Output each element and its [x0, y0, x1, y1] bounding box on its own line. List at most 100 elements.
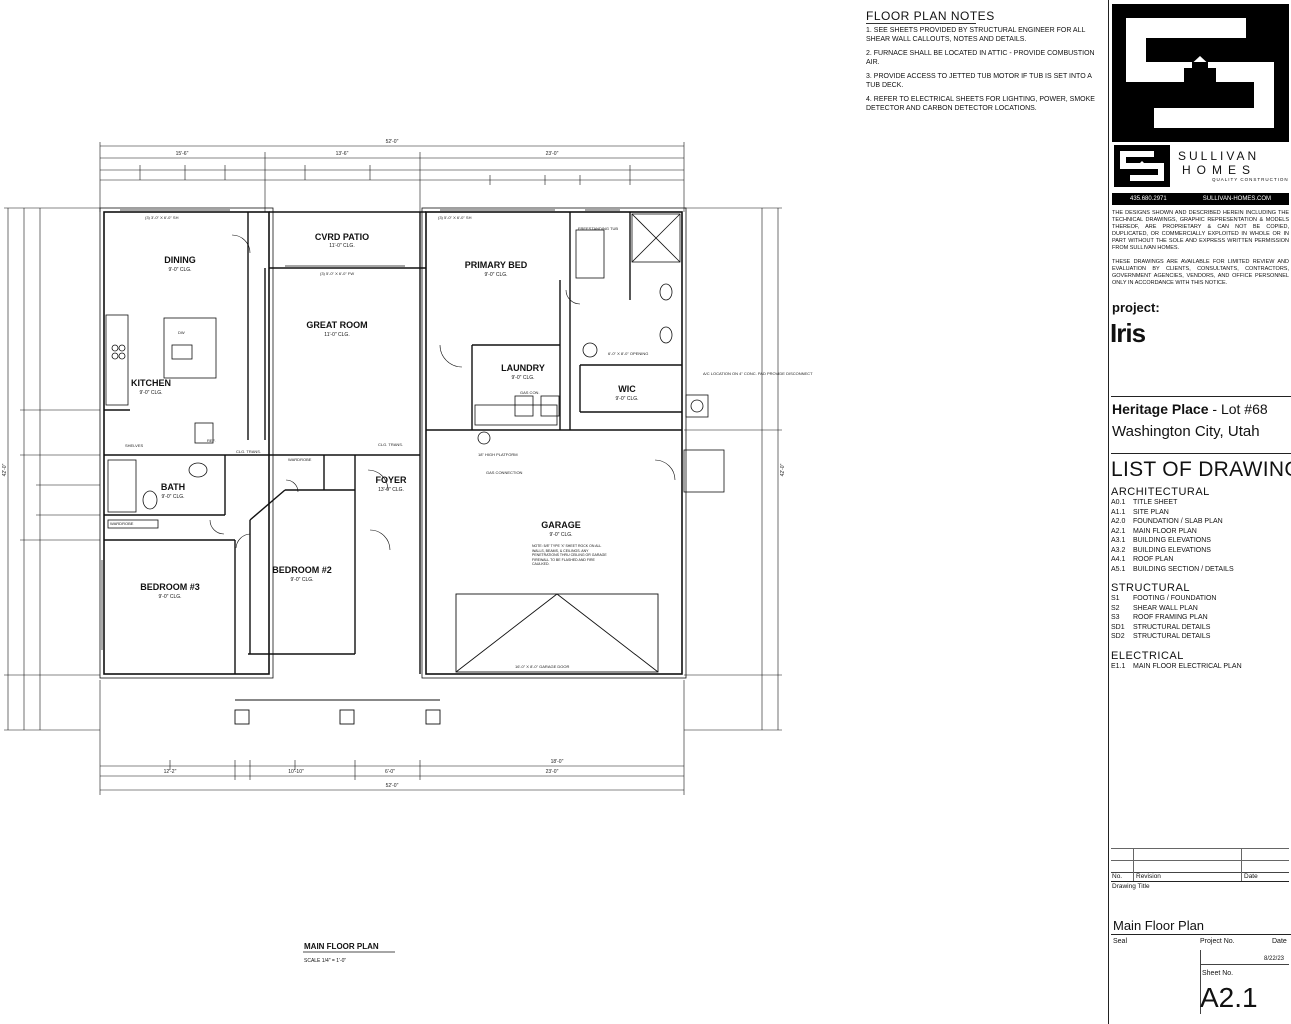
dim-overall-top: 52'-0": [386, 139, 399, 145]
revision-revision-label: Revision: [1136, 873, 1161, 880]
label-garage-door: 16'-0" X 8'-0" GARAGE DOOR: [515, 664, 569, 669]
notes-title: FLOOR PLAN NOTES: [866, 9, 995, 23]
drawing-item[interactable]: E1.1 MAIN FLOOR ELECTRICAL PLAN: [1111, 662, 1289, 672]
drawing-name: BUILDING ELEVATIONS: [1133, 537, 1211, 544]
garage-note: NOTE: 5/8" TYPE 'X' SHEET ROCK ON ALL WA…: [532, 544, 607, 566]
room-ceiling-foyer: 13'-0" CLG.: [378, 487, 404, 493]
project-location: Heritage Place - Lot #68: [1112, 401, 1268, 417]
label-hi-platform: 18" HIGH PLATFORM: [478, 452, 518, 457]
dim-overall-bottom: 52'-0": [386, 783, 399, 789]
note-2: 2. FURNACE SHALL BE LOCATED IN ATTIC - P…: [866, 50, 1095, 66]
drawing-item[interactable]: A0.1 TITLE SHEET: [1111, 498, 1289, 508]
room-ceiling-primary: 9'-0" CLG.: [484, 272, 507, 278]
project-label: project:: [1112, 300, 1160, 315]
drawing-name: SITE PLAN: [1133, 508, 1169, 516]
drawing-item[interactable]: A1.1 SITE PLAN: [1111, 508, 1289, 518]
drawing-code: S1: [1111, 595, 1120, 602]
label-shelves: SHELVES: [125, 443, 143, 448]
label-wardrobe-bath: WARDROBE: [110, 521, 134, 526]
drawings-title: LIST OF DRAWINGS: [1111, 458, 1291, 481]
plan-scale: SCALE 1/4" = 1'-0": [304, 958, 346, 964]
logo-small-icon: [1114, 145, 1170, 187]
dim-bottom-c: 6'-0": [385, 769, 395, 775]
dim-right-top: 23'-0": [546, 151, 559, 157]
project-lot: - Lot #68: [1208, 401, 1268, 417]
drawing-name: BUILDING ELEVATIONS: [1133, 546, 1211, 554]
company-website[interactable]: SULLIVAN-HOMES.COM: [1202, 196, 1271, 202]
label-gas-connection: GAS CONNECTION: [486, 470, 523, 475]
dim-bottom-b: 10'-10": [288, 769, 304, 775]
room-label-garage: GARAGE: [541, 520, 581, 530]
label-opening: 6'-0" X 8'-0" OPENING: [608, 351, 648, 356]
date-label: Date: [1272, 938, 1287, 945]
contact-bar: 435.680.2971 SULLIVAN-HOMES.COM: [1112, 193, 1289, 205]
room-ceiling-kitchen: 9'-0" CLG.: [139, 390, 162, 396]
company-logo-large: [1112, 4, 1289, 142]
room-label-wic: WIC: [618, 384, 636, 394]
label-dishwasher: DW: [178, 330, 185, 335]
floor-plan-drawing: DINING 9'-0" CLG. CVRD PATIO 11'-0" CLG.…: [2, 139, 813, 964]
drawing-code: A1.1: [1111, 508, 1126, 516]
project-no-label: Project No.: [1200, 938, 1235, 945]
label-clg-trans-2: CLG. TRANS.: [378, 442, 403, 447]
drawing-item[interactable]: SD2 STRUCTURAL DETAILS: [1111, 632, 1289, 642]
drawing-code: A0.1: [1111, 499, 1126, 506]
room-label-bedroom-3: BEDROOM #3: [140, 582, 200, 592]
room-ceiling-patio: 11'-0" CLG.: [329, 243, 354, 249]
label-clg-trans-1: CLG. TRANS.: [236, 449, 261, 454]
company-tagline: QUALITY CONSTRUCTION: [1212, 177, 1289, 182]
room-label-laundry: LAUNDRY: [501, 363, 545, 373]
dim-mid-top: 13'-6": [336, 151, 349, 157]
label-window-dining: (3) 3'-0" X 6'-0" SH: [145, 215, 179, 220]
room-label-great-room: GREAT ROOM: [306, 320, 367, 330]
drawing-code: E1.1: [1111, 662, 1126, 670]
drawing-item[interactable]: S2 SHEAR WALL PLAN: [1111, 604, 1289, 614]
dim-garage-width: 23'-0": [546, 769, 559, 775]
divider-project: [1111, 396, 1291, 397]
label-freestanding-tub: FREESTANDING TUB: [578, 226, 618, 231]
drawing-code: A4.1: [1111, 556, 1126, 563]
drawing-name: FOUNDATION / SLAB PLAN: [1133, 518, 1223, 525]
room-label-primary-bed: PRIMARY BED: [465, 260, 528, 270]
drawing-name: FOOTING / FOUNDATION: [1133, 595, 1217, 602]
room-ceiling-wic: 9'-0" CLG.: [615, 396, 638, 402]
title-block-border: [1108, 0, 1109, 1024]
section-structural: STRUCTURAL: [1111, 582, 1190, 594]
room-ceiling-laundry: 9'-0" CLG.: [511, 375, 534, 381]
dim-depth-right: 42'-0": [780, 463, 786, 476]
label-window-patio: (3) 5'-0" X 6'-0" FW: [320, 271, 354, 276]
room-ceiling-great: 11'-0" CLG.: [324, 332, 349, 338]
drawing-code: S2: [1111, 604, 1120, 612]
revision-table: No. Revision Date Drawing Title: [1111, 848, 1289, 892]
drawing-item[interactable]: S1 FOOTING / FOUNDATION: [1111, 594, 1289, 604]
room-label-bedroom-2: BEDROOM #2: [272, 565, 332, 575]
drawing-name: TITLE SHEET: [1133, 499, 1178, 506]
drawing-name: STRUCTURAL DETAILS: [1133, 633, 1211, 640]
revision-date-label: Date: [1244, 873, 1258, 880]
drawing-name: SHEAR WALL PLAN: [1133, 604, 1198, 612]
drawing-code: SD2: [1111, 633, 1125, 640]
garage-note-box: NOTE: 5/8" TYPE 'X' SHEET ROCK ON ALL WA…: [532, 544, 607, 566]
note-4: 4. REFER TO ELECTRICAL SHEETS FOR LIGHTI…: [866, 96, 1095, 112]
room-ceiling-bedroom-2: 9'-0" CLG.: [290, 577, 313, 583]
dim-bottom-d: 18'-0": [551, 759, 564, 765]
label-wardrobe-bed2: WARDROBE: [288, 457, 312, 462]
section-electrical: ELECTRICAL: [1111, 649, 1184, 662]
drawing-name: STRUCTURAL DETAILS: [1133, 623, 1211, 631]
project-city: Washington City, Utah: [1112, 423, 1260, 440]
drawing-name: BUILDING SECTION / DETAILS: [1133, 565, 1234, 573]
dim-depth-left: 42'-0": [2, 463, 8, 476]
disclaimer-1: THE DESIGNS SHOWN AND DESCRIBED HEREIN I…: [1112, 210, 1289, 251]
divider-drawings: [1111, 453, 1291, 454]
revision-no-label: No.: [1112, 873, 1123, 880]
drawing-name: MAIN FLOOR PLAN: [1133, 527, 1197, 535]
drawing-name: MAIN FLOOR ELECTRICAL PLAN: [1133, 662, 1242, 670]
